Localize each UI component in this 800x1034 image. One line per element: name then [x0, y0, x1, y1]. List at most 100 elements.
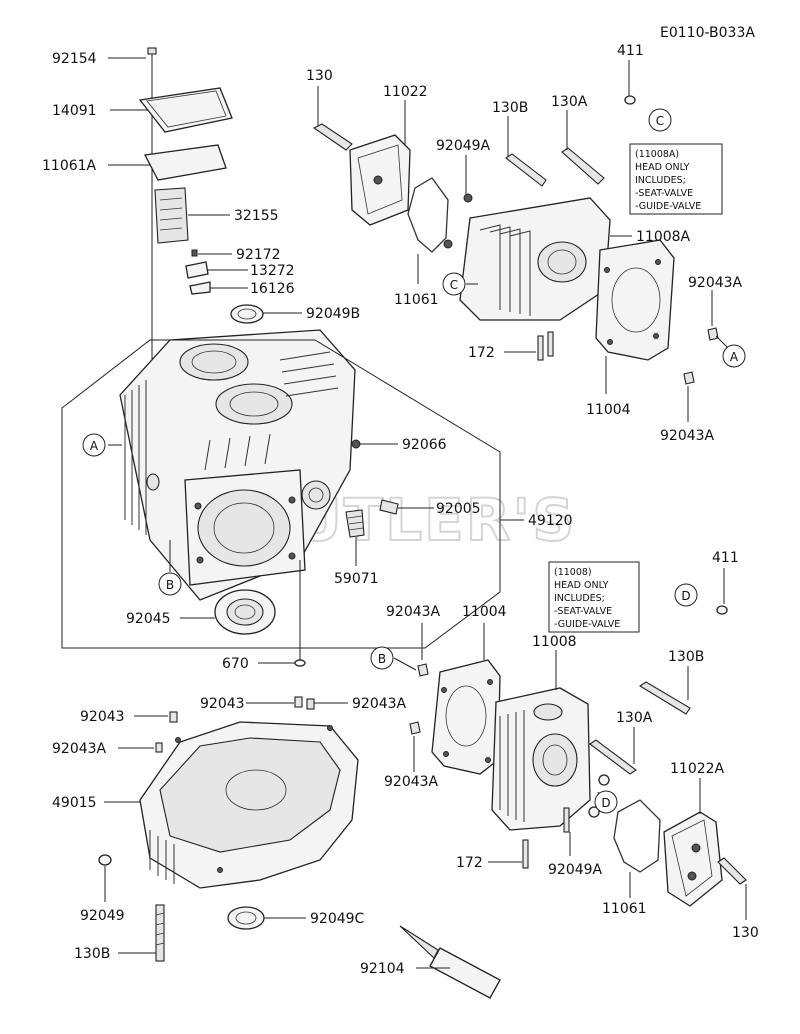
label-59071: 59071 [334, 571, 379, 587]
label-130B-mid: 130B [668, 649, 704, 665]
label-92172: 92172 [236, 247, 281, 263]
label-16126: 16126 [250, 281, 295, 297]
label-92066: 92066 [402, 437, 447, 453]
crankcase-49120 [119, 329, 356, 601]
label-49015: 49015 [52, 795, 97, 811]
plate-13272 [185, 261, 209, 279]
note-11008-line-5: -GUIDE-VALVE [554, 619, 620, 630]
bolts-130A-130B [505, 147, 605, 187]
label-11061A: 11061A [42, 158, 97, 174]
label-130B-top: 130B [492, 100, 528, 116]
crankcase-lower-49015 [139, 721, 359, 889]
rocker-cover-11022A [663, 811, 723, 907]
label-32155: 32155 [234, 208, 279, 224]
note-11008-line-3: INCLUDES; [554, 593, 605, 604]
note-11008A-line-1: (11008A) [635, 149, 679, 160]
label-130-bot: 130 [732, 925, 759, 941]
label-130B-bot: 130B [74, 946, 110, 962]
head-gasket-11004-mid [431, 659, 501, 775]
reed-16126 [189, 281, 211, 295]
svg-text:A: A [90, 439, 99, 453]
label-11022: 11022 [383, 84, 428, 100]
rocker-cover-11022 [349, 134, 411, 226]
bolts-130B-130A-mid [589, 681, 691, 775]
washer-411-top [624, 95, 636, 105]
label-92049A-top: 92049A [436, 138, 491, 154]
dowels-92043-lower [155, 696, 315, 753]
label-92104: 92104 [360, 961, 405, 977]
callout-B-left: B [158, 572, 182, 596]
bolt-130-bot [717, 857, 747, 885]
label-172-bot: 172 [456, 855, 483, 871]
label-130A-mid: 130A [616, 710, 653, 726]
bearing-92045 [214, 589, 276, 635]
label-92043A-lower: 92043A [52, 741, 107, 757]
label-130-top: 130 [306, 68, 333, 84]
bolt-130-top [312, 123, 353, 151]
part-labels: 92154 14091 11061A 32155 92172 13272 161… [42, 43, 759, 977]
label-11004-mid: 11004 [462, 604, 507, 620]
diagram-code: E0110-B033A [660, 25, 755, 41]
oil-seal-92049C [227, 906, 265, 930]
label-14091: 14091 [52, 103, 97, 119]
callout-D-mid: D [594, 790, 618, 814]
label-11061-bot: 11061 [602, 901, 647, 917]
label-92043A-r2: 92043A [660, 428, 715, 444]
label-13272: 13272 [250, 263, 295, 279]
label-49120: 49120 [528, 513, 573, 529]
callout-B-mid: B [370, 646, 394, 670]
stud-172-bot [522, 807, 570, 869]
label-92043A-mid: 92043A [386, 604, 441, 620]
note-box-11008: (11008) HEAD ONLY INCLUDES; -SEAT-VALVE … [548, 561, 640, 633]
note-11008A-line-2: HEAD ONLY [635, 162, 690, 173]
washer-411-mid [716, 605, 728, 615]
note-11008A-line-5: -GUIDE-VALVE [635, 201, 701, 212]
svg-text:D: D [681, 589, 690, 603]
note-11008A-line-3: INCLUDES; [635, 175, 686, 186]
note-box-11008A: (11008A) HEAD ONLY INCLUDES; -SEAT-VALVE… [629, 143, 723, 215]
callout-D-right: D [674, 583, 698, 607]
cylinder-head-11008 [491, 687, 591, 831]
callout-A-right: A [722, 344, 746, 368]
plate-11061A [143, 144, 227, 181]
callout-A-left: A [82, 433, 106, 457]
oil-seal-92049B [230, 304, 264, 324]
label-92043A-c: 92043A [352, 696, 407, 712]
dowels-92043A-mid [409, 663, 429, 735]
svg-text:C: C [656, 114, 664, 128]
label-92005: 92005 [436, 501, 481, 517]
plug-92066 [351, 439, 361, 449]
cover-gasket-14091 [138, 87, 233, 133]
label-411-mid: 411 [712, 550, 739, 566]
screw-92005 [379, 499, 399, 515]
label-11008: 11008 [532, 634, 577, 650]
label-92049: 92049 [80, 908, 125, 924]
seals-92049A-mid [588, 774, 610, 818]
label-130A-top: 130A [551, 94, 588, 110]
label-92045: 92045 [126, 611, 171, 627]
note-11008A-line-4: -SEAT-VALVE [635, 188, 693, 199]
crankcase-bracket-outline [61, 339, 501, 649]
note-11008-line-2: HEAD ONLY [554, 580, 609, 591]
screw-92172 [191, 249, 198, 257]
label-92043-l: 92043 [80, 709, 125, 725]
label-11008A: 11008A [636, 229, 691, 245]
seal-92049-lower [98, 854, 112, 866]
svg-text:A: A [730, 350, 739, 364]
note-11008-line-4: -SEAT-VALVE [554, 606, 612, 617]
bolt-130B-lower [155, 904, 165, 962]
note-11008-line-1: (11008) [554, 567, 592, 578]
o-ring-670 [294, 659, 306, 667]
label-92043-c: 92043 [200, 696, 245, 712]
label-172-top: 172 [468, 345, 495, 361]
label-92154: 92154 [52, 51, 97, 67]
label-92049C: 92049C [310, 911, 365, 927]
gasket-11061-top [407, 177, 449, 253]
callout-C-top: C [648, 108, 672, 132]
dowel-92043A-right [683, 327, 719, 385]
head-gasket-11004-top [595, 239, 675, 361]
svg-text:D: D [601, 796, 610, 810]
svg-text:B: B [166, 578, 174, 592]
studs-172-top [537, 331, 554, 361]
